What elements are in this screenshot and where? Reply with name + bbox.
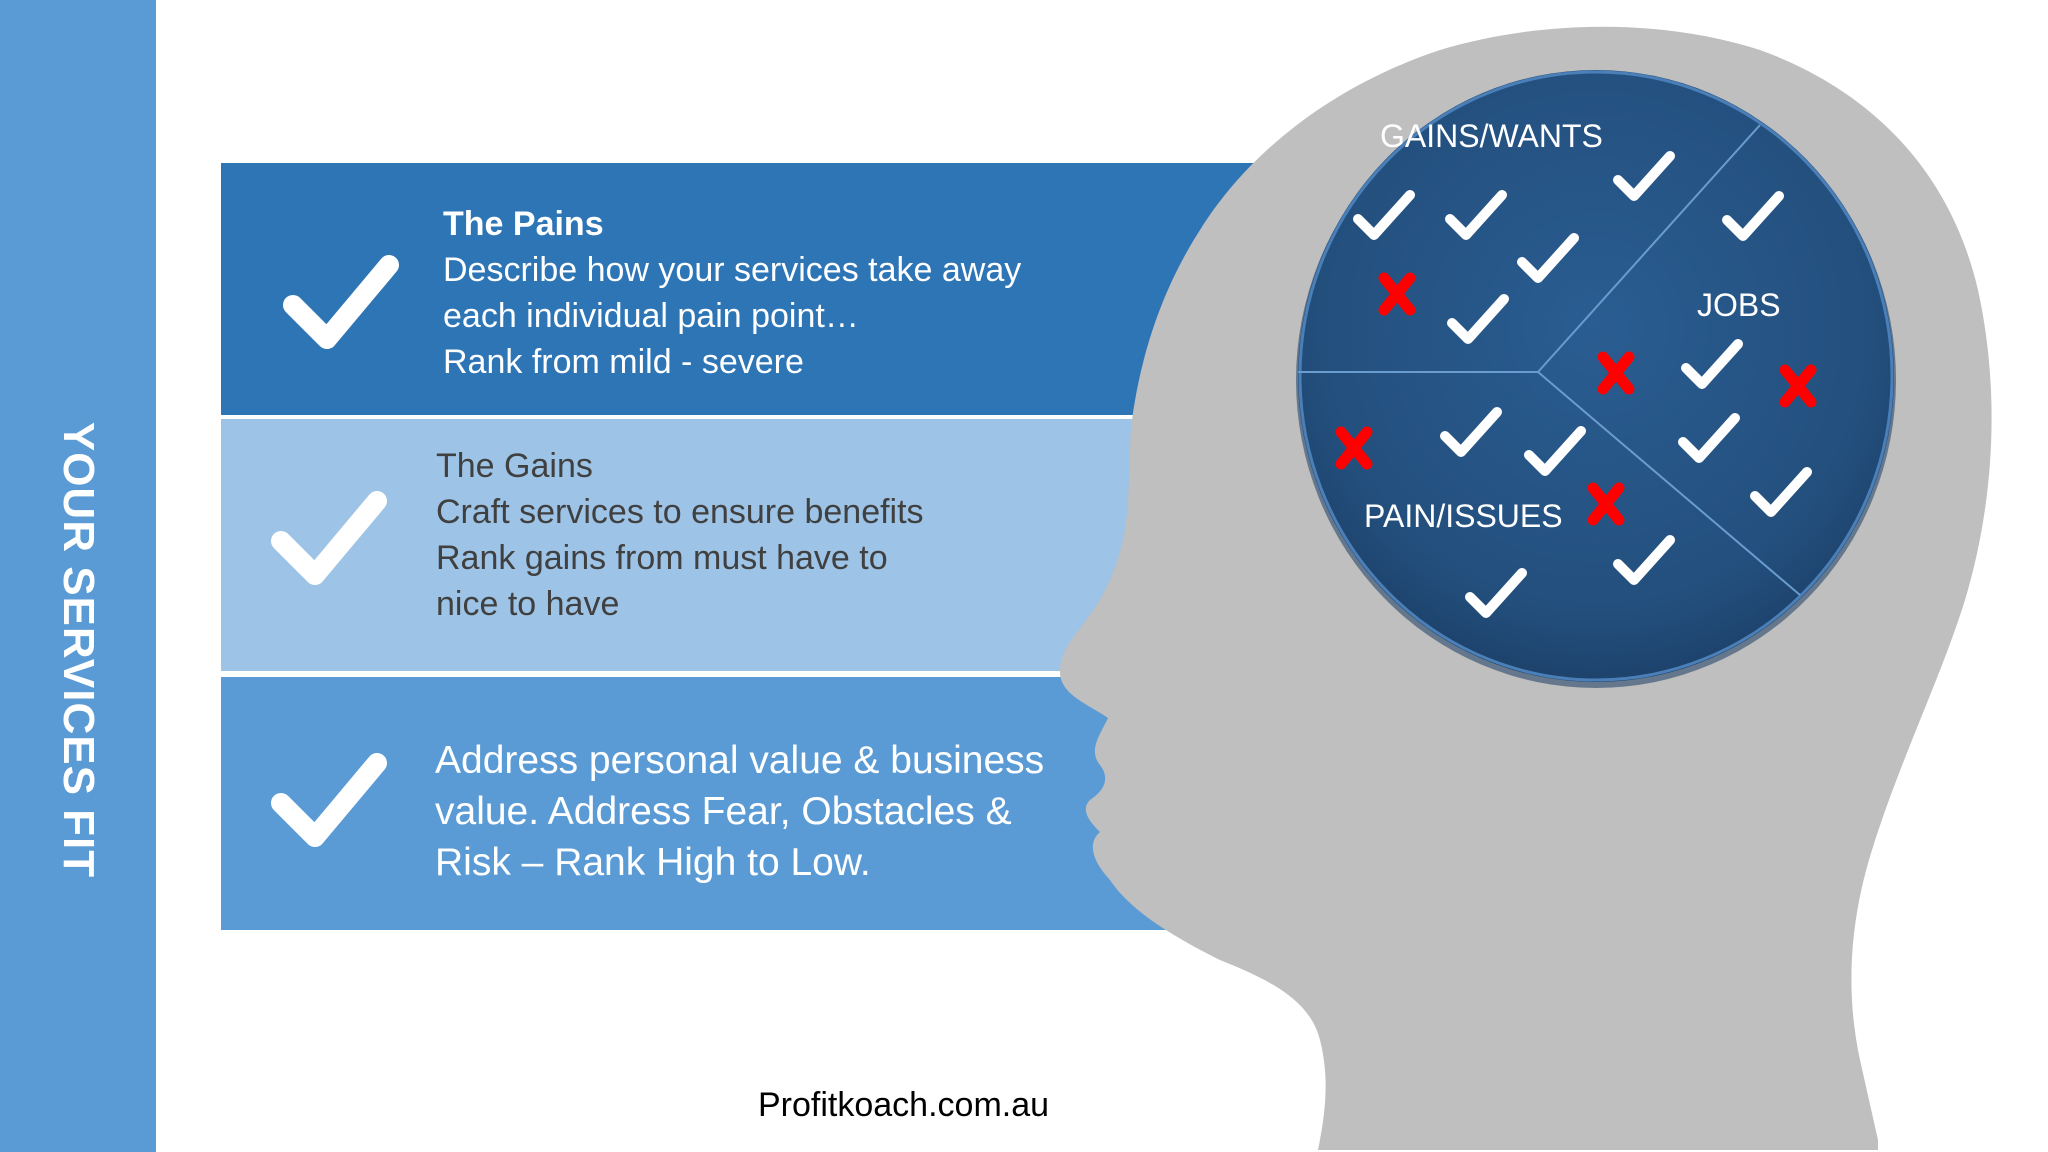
check-icon — [1524, 426, 1586, 476]
brain-checks — [1353, 151, 1812, 618]
check-icon — [1447, 294, 1509, 344]
check-icon — [1353, 190, 1415, 240]
brain-label-jobs: JOBS — [1697, 287, 1781, 323]
check-icon — [283, 255, 399, 349]
pains-line: each individual pain point… — [443, 297, 859, 335]
value-line: value. Address Fear, Obstacles & — [435, 790, 1012, 833]
pains-line: Rank from mild - severe — [443, 343, 804, 381]
pains-band: The Pains Describe how your services tak… — [221, 163, 1301, 415]
pains-line: Describe how your services take away — [443, 251, 1022, 289]
value-line: Address personal value & business — [435, 739, 1045, 782]
cross-icon — [1378, 272, 1416, 316]
sidebar: YOUR SERVICES FIT — [0, 0, 156, 1152]
check-icon — [271, 491, 387, 585]
footer-url: Profitkoach.com.au — [758, 1086, 1050, 1124]
check-icon — [1445, 190, 1507, 240]
check-icon — [271, 753, 387, 847]
cross-icon — [1779, 364, 1817, 408]
cross-icon — [1587, 482, 1625, 526]
pains-text: The Pains Describe how your services tak… — [443, 201, 1021, 385]
check-icon — [1613, 535, 1675, 585]
value-line: Risk – Rank High to Low. — [435, 841, 871, 884]
brain-crosses — [1335, 272, 1817, 526]
gains-line: The Gains — [436, 447, 593, 485]
check-icon — [1722, 191, 1784, 241]
gains-line: Rank gains from must have to — [436, 539, 888, 577]
cross-icon — [1597, 351, 1635, 395]
gains-text: The Gains Craft services to ensure benef… — [436, 443, 924, 627]
gains-line: Craft services to ensure benefits — [436, 493, 924, 531]
brain-label-gains: GAINS/WANTS — [1380, 118, 1603, 154]
check-icon — [1681, 339, 1743, 389]
brain-dividers — [1298, 124, 1801, 596]
check-icon — [1517, 233, 1579, 283]
brain-label-pain: PAIN/ISSUES — [1364, 498, 1563, 534]
check-icon — [1750, 467, 1812, 517]
pains-heading: The Pains — [443, 205, 604, 243]
value-text: Address personal value & business value.… — [435, 735, 1044, 888]
gains-line: nice to have — [436, 585, 620, 623]
cross-icon — [1335, 426, 1373, 470]
check-icon — [1678, 413, 1740, 463]
check-icon — [1465, 568, 1527, 618]
check-icon — [1613, 151, 1675, 201]
check-icon — [1440, 407, 1502, 457]
